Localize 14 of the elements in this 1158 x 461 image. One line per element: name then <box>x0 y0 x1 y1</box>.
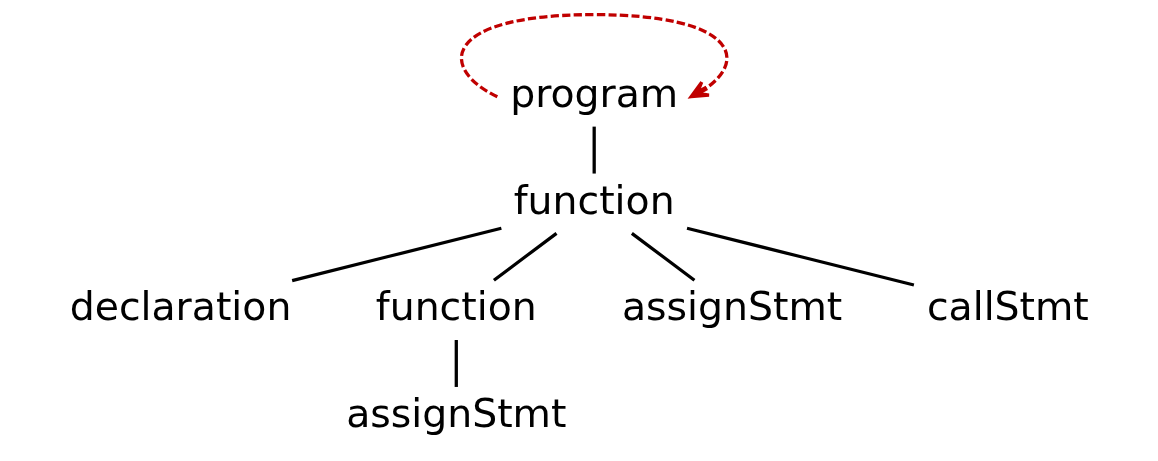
node-text: function <box>375 283 537 330</box>
node-text: function <box>513 176 675 223</box>
connector <box>630 232 696 282</box>
connector <box>291 226 502 283</box>
connector <box>686 226 915 287</box>
arrow <box>460 13 729 99</box>
node-text: program <box>510 69 679 116</box>
node-text: declaration <box>69 283 292 330</box>
node-text: assignStmt <box>621 283 843 330</box>
node-text: assignStmt <box>346 390 567 436</box>
connector <box>454 340 458 387</box>
connector <box>492 232 558 282</box>
node-text: callStmt <box>926 283 1089 330</box>
connector <box>592 126 596 174</box>
